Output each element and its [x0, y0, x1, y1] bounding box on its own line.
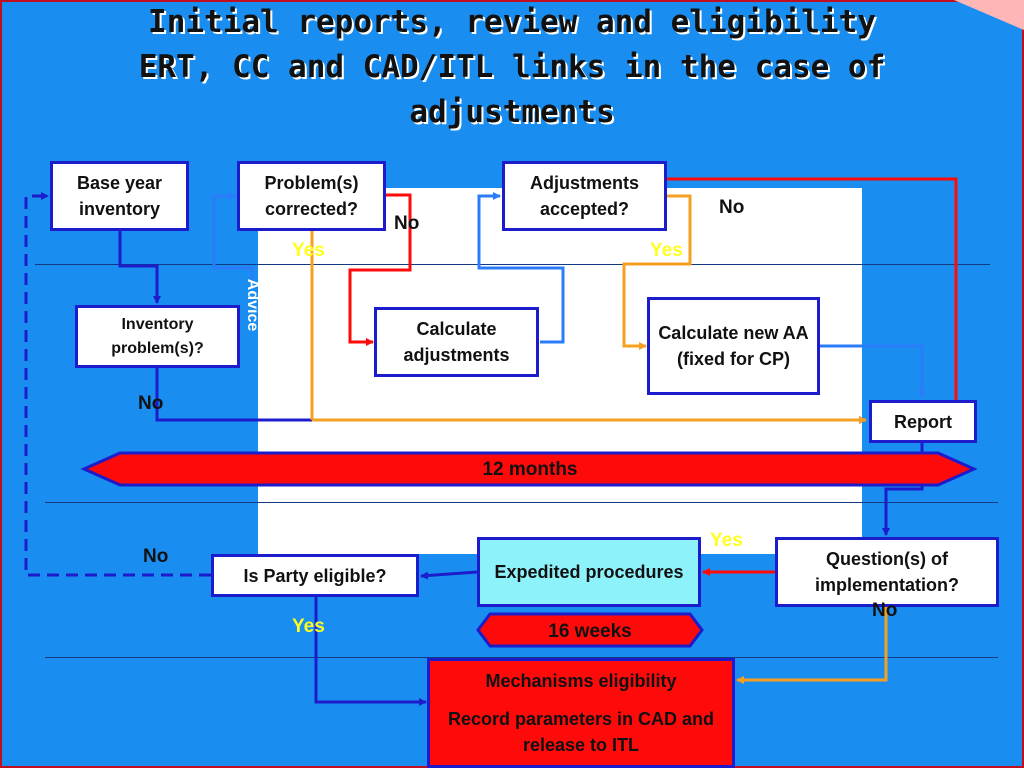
connector [820, 344, 926, 398]
connector [24, 192, 211, 577]
no-label: No [143, 546, 169, 567]
questions-of-implementation-box: Question(s) of implementation? [775, 537, 999, 607]
sixteen-weeks-label: 16 weeks [548, 621, 632, 642]
mechanisms-eligibility-box: Mechanisms eligibility Record parameters… [427, 658, 735, 768]
title-line-3: adjustments [409, 94, 615, 130]
twelve-months-label: 12 months [482, 459, 578, 480]
base-year-inventory-box: Base year inventory [50, 161, 189, 231]
connector [212, 192, 254, 283]
connector [667, 177, 958, 400]
title-line-2: ERT, CC and CAD/ITL links in the case of [138, 49, 886, 85]
no-label: No [394, 213, 420, 234]
problems-corrected-box: Problem(s) corrected? [237, 161, 386, 231]
expedited-procedures-box: Expedited procedures [477, 537, 701, 607]
connector [736, 606, 888, 684]
connector [622, 194, 692, 350]
title-line-1: Initial reports, review and eligibility [148, 4, 876, 40]
connector [420, 570, 478, 580]
connector [348, 193, 412, 346]
record-parameters-text: Record parameters in CAD and release to … [447, 709, 715, 755]
divider-line [35, 264, 990, 265]
yes-label: Yes [710, 530, 743, 551]
divider-line [45, 657, 998, 658]
divider-line [45, 502, 998, 503]
advice-label: Advice [244, 278, 261, 332]
no-label: No [138, 393, 164, 414]
connector [477, 192, 565, 344]
calculate-adjustments-box: Calculate adjustments [374, 307, 539, 377]
inventory-problems-box: Inventory problem(s)? [75, 305, 240, 368]
calculate-new-aa-box: Calculate new AA (fixed for CP) [647, 297, 820, 395]
adjustments-accepted-box: Adjustments accepted? [502, 161, 667, 231]
is-party-eligible-box: Is Party eligible? [211, 554, 419, 597]
no-label: No [719, 197, 745, 218]
yes-label: Yes [292, 616, 325, 637]
connector [314, 597, 427, 706]
mechanisms-eligibility-text: Mechanisms eligibility [485, 671, 677, 691]
page-title: Initial reports, review and eligibility … [0, 0, 1024, 135]
yes-label: Yes [292, 240, 325, 261]
no-label: No [872, 600, 898, 621]
sixteen-weeks-arrow [476, 612, 704, 648]
connector [118, 230, 161, 304]
report-box: Report [869, 400, 977, 443]
twelve-months-arrow [80, 451, 978, 487]
yes-label: Yes [650, 240, 683, 261]
